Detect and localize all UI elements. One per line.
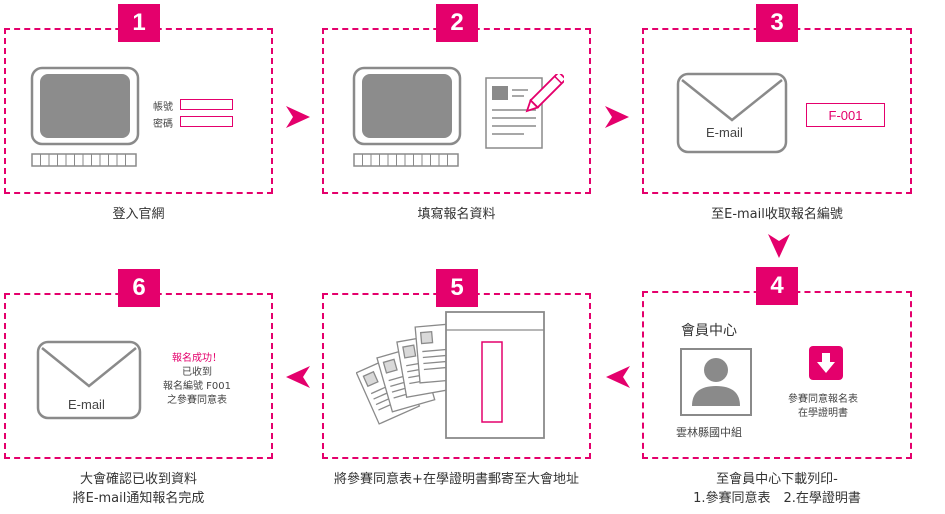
success-line-3: 之參賽同意表 [167,395,227,406]
member-avatar-icon [680,348,752,416]
step-1-caption: 登入官網 [112,207,165,222]
download-item-2[interactable]: 在學證明書 [798,408,848,419]
step-6-badge: 6 [118,269,160,307]
success-title: 報名成功！ [172,353,222,364]
computer-icon [352,66,462,167]
step-2-caption: 填寫報名資料 [417,207,496,222]
arrow-right-icon [605,106,629,128]
step-4-badge: 4 [756,267,798,305]
step-4-caption-line1: 至會員中心下載列印- [716,472,838,487]
download-icon[interactable] [809,346,843,380]
success-line-2: 報名編號 F001 [162,381,232,392]
envelope-icon [36,340,142,420]
arrow-down-icon [768,234,790,258]
success-message: 報名成功！ 已收到 報名編號 F001 之參賽同意表 [150,352,244,408]
arrow-left-icon [606,366,630,388]
step-2-badge: 2 [436,4,478,42]
form-document-icon [485,74,564,149]
step-4-caption-line2: 1.參賽同意表 2.在學證明書 [693,491,861,506]
envelope-email-label: E-mail [68,397,105,412]
download-item-1[interactable]: 參賽同意報名表 [788,394,858,405]
step-5-caption: 將參賽同意表+在學證明書郵寄至大會地址 [334,472,579,487]
step-3-caption: 至E-mail收取報名編號 [711,207,843,222]
account-field[interactable] [180,99,233,110]
school-group-label: 雲林縣國中組 [676,426,742,439]
account-label: 帳號 [153,102,173,113]
step-3-badge: 3 [756,4,798,42]
step-5-badge: 5 [436,269,478,307]
password-field[interactable] [180,116,233,127]
step-6-caption-line2: 將E-mail通知報名完成 [72,491,205,506]
password-label: 密碼 [153,119,173,130]
step-6-caption-line1: 大會確認已收到資料 [79,472,197,487]
registration-code-box: F-001 [806,103,885,127]
arrow-left-icon [286,366,310,388]
documents-and-envelope-icon [356,311,545,439]
success-line-1: 已收到 [182,367,212,378]
arrow-right-icon [286,106,310,128]
computer-icon [30,66,140,167]
envelope-icon [676,72,788,154]
registration-code: F-001 [828,107,863,123]
envelope-email-label: E-mail [706,125,743,140]
member-center-title: 會員中心 [681,323,737,339]
step-1-badge: 1 [118,4,160,42]
